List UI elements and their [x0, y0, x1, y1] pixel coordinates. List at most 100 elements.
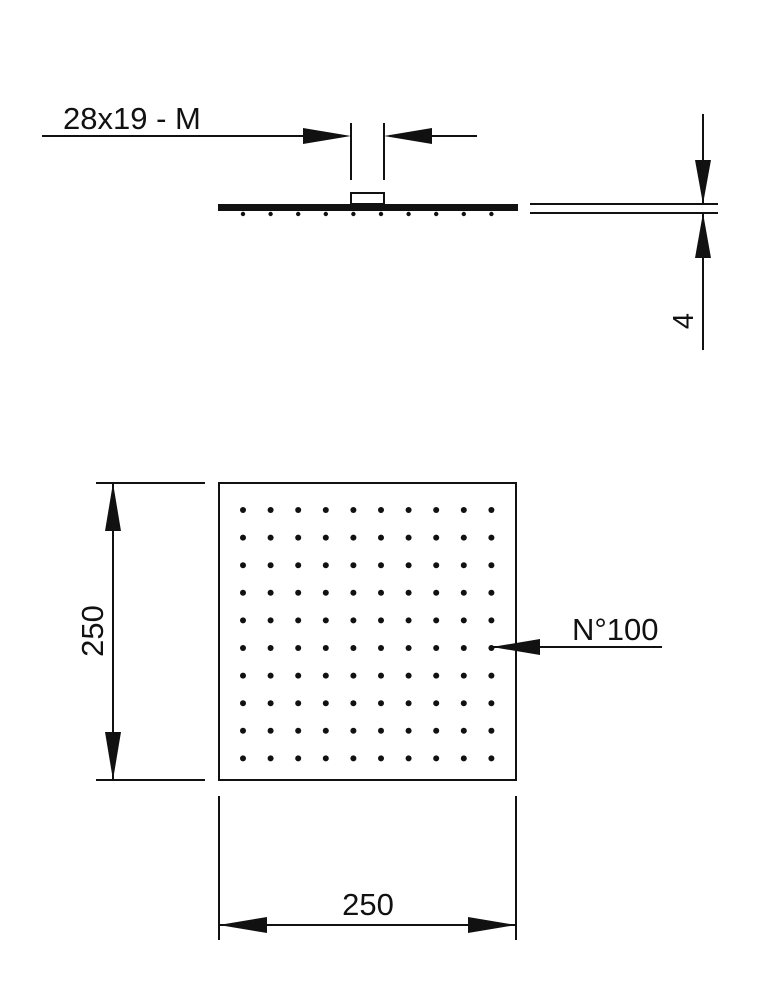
nozzle-dot — [405, 589, 412, 596]
nozzle-dot — [405, 700, 412, 707]
nozzle-dot — [267, 589, 274, 596]
nozzle-dot — [433, 589, 440, 596]
nozzle-dot — [295, 562, 302, 569]
arrow-right-pointing — [468, 917, 516, 933]
nozzle-dot — [433, 617, 440, 624]
nozzle-dot — [405, 645, 412, 651]
thickness-label: 4 — [668, 313, 700, 329]
side-nozzle-dot — [461, 211, 466, 217]
nozzle-dot — [350, 534, 357, 541]
nozzle-dot — [322, 507, 329, 513]
arrow-right-pointing — [303, 128, 351, 144]
nozzle-dot — [433, 727, 440, 734]
arrow-left-pointing — [384, 128, 432, 144]
nozzle-dot — [460, 562, 467, 569]
nozzle-leader — [492, 639, 662, 655]
nozzle-dot — [378, 617, 384, 624]
nozzle-dot — [240, 700, 246, 707]
nozzle-dot — [460, 617, 467, 624]
nozzle-dot — [267, 562, 274, 569]
nozzle-dot — [488, 700, 495, 707]
nozzle-dot — [460, 672, 467, 679]
nozzle-dot — [322, 617, 329, 624]
nozzle-dot — [322, 645, 329, 651]
nozzle-dot — [460, 645, 467, 651]
nozzle-dot — [322, 589, 329, 596]
nozzle-dot — [350, 700, 357, 707]
nozzle-dot — [295, 755, 302, 762]
nozzle-dot — [240, 562, 246, 569]
nozzle-dot — [295, 727, 302, 734]
height-label: 250 — [75, 605, 110, 657]
nozzle-dot — [405, 755, 412, 762]
edge-view — [530, 203, 718, 214]
nozzle-dot — [460, 534, 467, 541]
side-nozzle-dot — [323, 211, 328, 217]
nozzle-dot — [433, 534, 440, 541]
nozzle-count-label: N°100 — [572, 612, 659, 647]
nozzle-dot — [322, 755, 329, 762]
nozzle-dot — [433, 507, 440, 513]
side-nozzle-dot — [240, 211, 246, 217]
nozzle-dot — [488, 589, 495, 596]
nozzle-dot — [405, 534, 412, 541]
nozzle-dot — [267, 755, 274, 762]
nozzle-dot — [267, 617, 274, 624]
nozzle-dot — [405, 562, 412, 569]
nozzle-dot — [295, 534, 302, 541]
shower-plate-side — [218, 204, 518, 211]
nozzle-dot — [378, 645, 384, 651]
nozzle-dot — [240, 645, 246, 651]
nozzle-dot — [488, 562, 495, 569]
nozzle-dot — [350, 645, 357, 651]
nozzle-dot — [267, 672, 274, 679]
side-nozzle-dot — [378, 211, 384, 217]
nozzle-dot — [460, 589, 467, 596]
arrow-left-pointing — [492, 639, 540, 655]
width-label: 250 — [342, 887, 394, 922]
side-nozzle-dot — [268, 211, 273, 217]
nozzle-dot — [350, 507, 357, 513]
arrow-up-pointing — [105, 483, 121, 531]
nozzle-dot — [460, 755, 467, 762]
nozzle-dot — [267, 700, 274, 707]
side-nozzle-dot — [351, 211, 356, 217]
side-nozzle-dot — [434, 211, 439, 217]
nozzle-dot — [378, 589, 384, 596]
nozzle-dot — [378, 534, 384, 541]
nozzle-dot — [488, 507, 495, 513]
top-view: 250 250 N°100 — [75, 482, 662, 940]
nozzle-dot — [295, 507, 302, 513]
nozzle-dot — [322, 700, 329, 707]
nozzle-dot — [433, 562, 440, 569]
nozzle-dot — [295, 672, 302, 679]
nozzle-dot — [460, 700, 467, 707]
nozzle-dot — [460, 507, 467, 513]
nozzle-dot — [350, 727, 357, 734]
nozzle-dot — [240, 672, 246, 679]
nozzle-dot — [433, 672, 440, 679]
nozzle-dot — [378, 562, 384, 569]
nozzle-dot — [405, 727, 412, 734]
nozzle-dot — [240, 534, 246, 541]
nozzle-dot — [378, 727, 384, 734]
thickness-dimension — [695, 114, 711, 350]
nozzle-grid — [240, 507, 495, 762]
connection-label: 28x19 - M — [63, 101, 201, 136]
nozzle-dot — [460, 727, 467, 734]
side-nozzle-dot — [296, 211, 301, 217]
nozzle-dot — [433, 700, 440, 707]
nozzle-dot — [240, 507, 246, 513]
nozzle-dot — [488, 672, 495, 679]
nozzle-dot — [378, 672, 384, 679]
nozzle-dot — [433, 755, 440, 762]
nozzle-dot — [488, 534, 495, 541]
width-dimension — [218, 796, 517, 940]
nozzle-dot — [295, 589, 302, 596]
nozzle-dot — [378, 507, 384, 513]
nozzle-dot — [240, 617, 246, 624]
nozzle-dot — [350, 672, 357, 679]
nozzle-dot — [295, 617, 302, 624]
nozzle-dot — [240, 727, 246, 734]
